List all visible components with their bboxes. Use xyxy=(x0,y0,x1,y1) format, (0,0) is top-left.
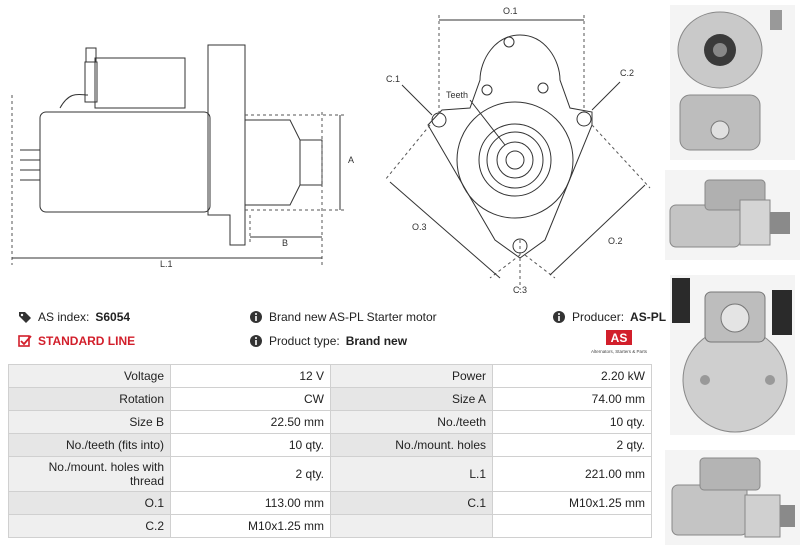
spec-value xyxy=(492,514,652,538)
checkbox-check-icon xyxy=(18,335,32,347)
spec-value: M10x1.25 mm xyxy=(170,514,331,538)
photo-side-view xyxy=(665,170,800,260)
description: Brand new AS-PL Starter motor xyxy=(249,310,437,324)
svg-text:AS: AS xyxy=(611,331,628,345)
label-teeth: Teeth xyxy=(446,90,468,100)
label-a: A xyxy=(348,155,354,165)
product-type-value: Brand new xyxy=(345,334,408,348)
spec-label: C.1 xyxy=(330,491,493,515)
info-icon xyxy=(250,335,262,347)
spec-value: 2 qty. xyxy=(170,456,331,492)
spec-value: 74.00 mm xyxy=(492,387,652,411)
description-text: Brand new AS-PL Starter motor xyxy=(269,310,437,324)
spec-label xyxy=(330,514,493,538)
label-o1: O.1 xyxy=(503,6,518,16)
product-type-label: Product type: xyxy=(269,334,340,348)
info-icon xyxy=(250,311,262,323)
spec-label: C.2 xyxy=(8,514,171,538)
product-photos xyxy=(665,5,800,545)
producer: Producer: AS-PL xyxy=(552,310,666,324)
spec-label: L.1 xyxy=(330,456,493,492)
spec-row: No./teeth (fits into)10 qty.No./mount. h… xyxy=(8,433,652,457)
spec-value: 10 qty. xyxy=(492,410,652,434)
label-o3: O.3 xyxy=(412,222,427,232)
spec-label: No./teeth (fits into) xyxy=(8,433,171,457)
spec-value: 221.00 mm xyxy=(492,456,652,492)
spec-label: Rotation xyxy=(8,387,171,411)
spec-value: 2 qty. xyxy=(492,433,652,457)
technical-drawing: O.1 C.1 C.2 Teeth O.3 O.2 C.3 A B L.1 xyxy=(11,6,651,295)
spec-label: O.1 xyxy=(8,491,171,515)
as-index-value: S6054 xyxy=(95,310,131,324)
spec-value: 22.50 mm xyxy=(170,410,331,434)
spec-value: 10 qty. xyxy=(170,433,331,457)
label-o2: O.2 xyxy=(608,236,623,246)
label-b: B xyxy=(282,238,288,248)
spec-label: No./mount. holes with thread xyxy=(8,456,171,492)
photo-rear-view xyxy=(670,275,795,435)
label-c1: C.1 xyxy=(386,74,400,84)
producer-label: Producer: xyxy=(572,310,625,324)
spec-value: M10x1.25 mm xyxy=(492,491,652,515)
spec-value: CW xyxy=(170,387,331,411)
svg-text:Alternators, Starters & Parts: Alternators, Starters & Parts xyxy=(591,349,648,354)
spec-label: Size B xyxy=(8,410,171,434)
label-c3: C.3 xyxy=(513,285,527,295)
as-index-label: AS index: xyxy=(38,310,90,324)
producer-value: AS-PL xyxy=(630,310,667,324)
tag-icon xyxy=(19,312,31,323)
standard-line-label: STANDARD LINE xyxy=(38,334,136,348)
photo-front-view xyxy=(670,5,795,160)
spec-value: 12 V xyxy=(170,364,331,388)
spec-label: No./mount. holes xyxy=(330,433,493,457)
photo-top-view xyxy=(665,450,800,545)
label-l1: L.1 xyxy=(160,259,173,269)
product-type: Product type: Brand new xyxy=(249,334,407,348)
spec-label: No./teeth xyxy=(330,410,493,434)
spec-value: 2.20 kW xyxy=(492,364,652,388)
label-c2: C.2 xyxy=(620,68,634,78)
as-pl-logo: AS Alternators, Starters & Parts xyxy=(591,330,648,354)
spec-label: Voltage xyxy=(8,364,171,388)
spec-label: Size A xyxy=(330,387,493,411)
spec-label: Power xyxy=(330,364,493,388)
info-icon xyxy=(553,311,565,323)
spec-value: 113.00 mm xyxy=(170,491,331,515)
as-index: AS index: S6054 xyxy=(18,310,130,324)
standard-line: STANDARD LINE xyxy=(18,334,135,348)
